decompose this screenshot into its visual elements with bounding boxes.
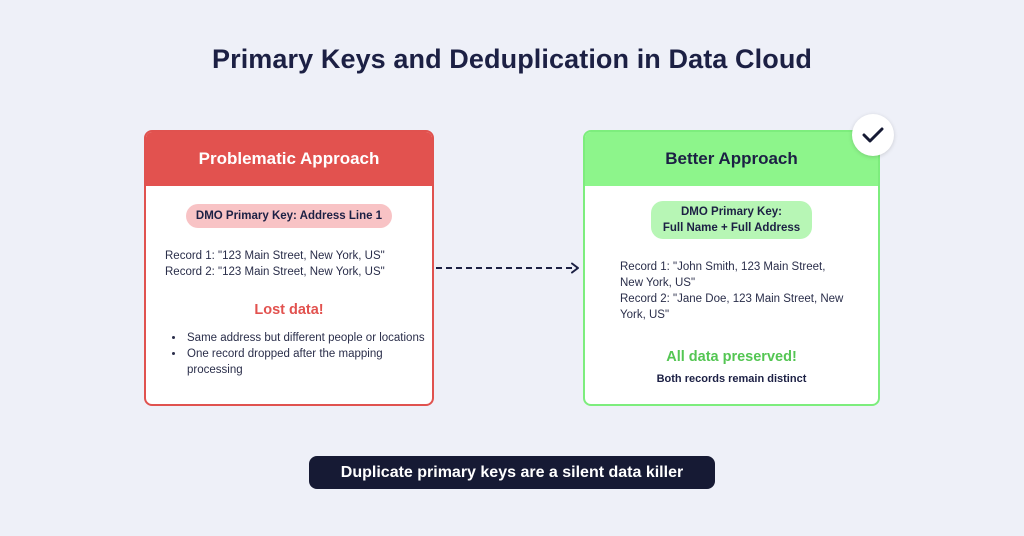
- problematic-approach-header: Problematic Approach: [146, 132, 432, 186]
- right-record-2: Record 2: "Jane Doe, 123 Main Street, Ne…: [620, 293, 844, 321]
- problematic-approach-card: Problematic Approach DMO Primary Key: Ad…: [144, 130, 434, 406]
- bullet-item: One record dropped after the mapping pro…: [185, 346, 432, 378]
- data-preserved-status: All data preserved!: [666, 349, 797, 365]
- problem-bullet-list: Same address but different people or loc…: [146, 330, 432, 378]
- records-distinct-note: Both records remain distinct: [656, 373, 807, 385]
- diagram-title: Primary Keys and Deduplication in Data C…: [211, 44, 813, 74]
- composite-key-line-1: DMO Primary Key:: [681, 206, 782, 218]
- address-key-pill: DMO Primary Key: Address Line 1: [185, 204, 393, 228]
- left-record-2: Record 2: "123 Main Street, New York, US…: [165, 266, 385, 278]
- checkmark-badge: [852, 114, 894, 156]
- right-records: Record 1: "John Smith, 123 Main Street, …: [620, 259, 850, 323]
- bullet-item: Same address but different people or loc…: [185, 330, 432, 346]
- composite-key-pill: DMO Primary Key: Full Name + Full Addres…: [650, 201, 813, 239]
- checkmark-icon: [862, 127, 884, 143]
- lost-data-status: Lost data!: [254, 302, 324, 318]
- summary-banner: Duplicate primary keys are a silent data…: [309, 456, 715, 489]
- left-record-1: Record 1: "123 Main Street, New York, US…: [165, 250, 385, 262]
- left-records: Record 1: "123 Main Street, New York, US…: [165, 248, 432, 280]
- composite-key-line-2: Full Name + Full Address: [662, 222, 801, 234]
- better-approach-card: Better Approach DMO Primary Key: Full Na…: [583, 130, 880, 406]
- better-approach-header: Better Approach: [585, 132, 878, 186]
- dashed-arrow-icon: [436, 262, 579, 274]
- right-record-1: Record 1: "John Smith, 123 Main Street, …: [620, 261, 826, 289]
